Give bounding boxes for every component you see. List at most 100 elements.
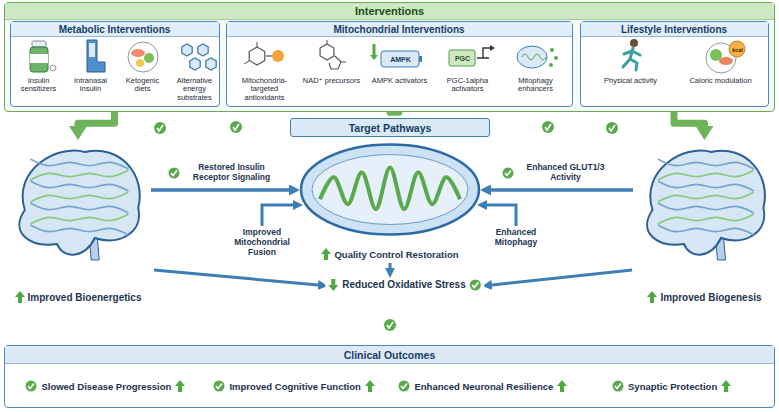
label-holder: Enhanced Mitophagy: [484, 228, 548, 248]
text-holder: Improved Biogenesis: [636, 291, 773, 303]
node-heading: Target Pathways: [349, 122, 432, 134]
pathway-label: Reduced Oxidative Stress: [342, 279, 465, 291]
node-text: Alternative energy substrates: [170, 77, 220, 103]
brain-node: Improved Bioenergetics: [8, 140, 148, 305]
mitoic-icon: [517, 46, 558, 68]
node-text: NAD⁺ precursors: [301, 77, 363, 86]
run-icon: [623, 39, 640, 70]
food-icon: [706, 41, 745, 73]
text-holder: Mitophagy enhancers: [505, 77, 567, 94]
pathway-label: Improved Mitochondrial Fusion: [226, 228, 298, 257]
up-arrow-symbol: [15, 291, 25, 303]
mito-node: Quality Control Restoration: [300, 142, 480, 262]
panel-node: Metabolic InterventionsInsulin sensitize…: [10, 21, 220, 107]
text-holder: Interventions: [5, 3, 774, 20]
node-text: Mitochondria-targeted antioxidants: [234, 77, 296, 103]
inhaler-icon: [87, 40, 105, 72]
node-heading: Lifestyle Interventions: [581, 22, 768, 37]
up-arrow-symbol: [557, 380, 567, 392]
text-holder: Alternative energy substrates: [170, 77, 220, 103]
text-holder: Improved Cognitive Function: [200, 370, 389, 402]
label-holder: PGC: [455, 54, 470, 62]
brain-illustration: [636, 140, 773, 265]
label-holder: Reduced Oxidative Stress: [325, 279, 484, 291]
edge-label-holder: Enhanced GLUT1/3 Activity: [500, 162, 616, 184]
text-holder: Lifestyle Interventions: [581, 22, 768, 37]
outcomes-node: Clinical OutcomesSlowed Disease Progress…: [4, 345, 775, 408]
up-arrow-symbol: [175, 380, 185, 392]
text-holder: Improved Bioenergetics: [8, 291, 148, 303]
mitophagy-arrow: [487, 205, 516, 226]
stress-arrow: [492, 270, 632, 285]
text-holder: NAD⁺ precursors: [301, 77, 363, 86]
signal-arrow: [151, 188, 289, 192]
check-symbol: [612, 380, 624, 392]
text-holder: Insulin sensitizers: [14, 77, 64, 94]
panel-node: Mitochondrial InterventionsMitochondria-…: [226, 21, 573, 107]
node-text: Insulin sensitizers: [14, 77, 64, 94]
node-text: Physical activity: [596, 77, 666, 86]
panel-node: Lifestyle InterventionsPhysical activity…: [580, 21, 769, 107]
pathway-label: Enhanced Mitophagy: [484, 228, 548, 248]
label-holder: AMPK: [390, 55, 411, 63]
text-holder: Slowed Disease Progression: [11, 370, 200, 402]
text-holder: Quality Control Restoration: [300, 248, 480, 260]
text-holder: Clinical Outcomes: [5, 346, 774, 364]
node-text: Enhanced Neuronal Resilience: [414, 381, 553, 392]
label-holder: Improved Mitochondrial Fusion: [226, 228, 298, 257]
node-text: Improved Cognitive Function: [229, 381, 360, 392]
nad-icon: [320, 40, 346, 69]
text-holder: PGC-1alpha activators: [437, 77, 499, 94]
text-holder: Mitochondrial Interventions: [227, 22, 572, 37]
down-arrow-symbol: [328, 279, 338, 291]
up-arrow-symbol: [321, 248, 331, 260]
brain-illustration: [8, 140, 148, 265]
up-arrow-symbol: [647, 291, 657, 303]
pgc-icon: [449, 45, 495, 66]
battery-icon: [370, 44, 422, 67]
node-text: Synaptic Protection: [628, 381, 717, 392]
bottle-icon: [30, 41, 56, 72]
brain-node: Improved Biogenesis: [636, 140, 773, 305]
icon-label: AMPK: [390, 55, 411, 63]
mol-icon: [244, 42, 284, 65]
text-holder: Physical activity: [596, 77, 666, 86]
check-symbol: [502, 167, 514, 179]
mitochondrion-illustration: [300, 142, 480, 237]
node-heading: Mitochondrial Interventions: [227, 22, 572, 37]
edge-label-holder: Restored Insulin Receptor Signaling: [166, 162, 282, 184]
text-holder: Target Pathways: [291, 119, 489, 136]
edge-label: Restored Insulin Receptor Signaling: [183, 163, 280, 183]
stress-arrow: [389, 263, 392, 268]
node-text: AMPK activators: [369, 77, 431, 86]
node-heading: Improved Bioenergetics: [28, 292, 142, 303]
check-symbol: [398, 380, 410, 392]
text-holder: Mitochondria-targeted antioxidants: [234, 77, 296, 103]
text-holder: Synaptic Protection: [577, 370, 766, 402]
node-text: Caloric modulation: [686, 77, 756, 86]
check-symbol: [168, 167, 180, 179]
check-symbol: [25, 380, 37, 392]
node-text: Intranasal insulin: [66, 77, 116, 94]
node-text: Ketogenic diets: [118, 77, 168, 94]
stress-arrow: [154, 270, 318, 285]
hex-icon: [181, 44, 215, 70]
node-heading: Interventions: [5, 3, 774, 20]
text-holder: Ketogenic diets: [118, 77, 168, 94]
plate-icon: [128, 42, 158, 72]
check-symbol: [213, 380, 225, 392]
box-node: Target Pathways: [290, 118, 490, 137]
up-arrow-symbol: [721, 380, 731, 392]
check-marks: [154, 121, 618, 331]
fusion-arrow: [262, 205, 293, 226]
frame-node: Metabolic InterventionsInsulin sensitize…: [4, 2, 775, 112]
up-arrow-symbol: [365, 380, 375, 392]
node-text: Mitophagy enhancers: [505, 77, 567, 94]
check-symbol: [470, 279, 482, 291]
text-holder: Metabolic Interventions: [11, 22, 219, 37]
text-holder: Intranasal insulin: [66, 77, 116, 94]
node-heading: Improved Biogenesis: [660, 292, 761, 303]
node-text: PGC-1alpha activators: [437, 77, 499, 94]
label-holder: kcal: [732, 46, 743, 52]
